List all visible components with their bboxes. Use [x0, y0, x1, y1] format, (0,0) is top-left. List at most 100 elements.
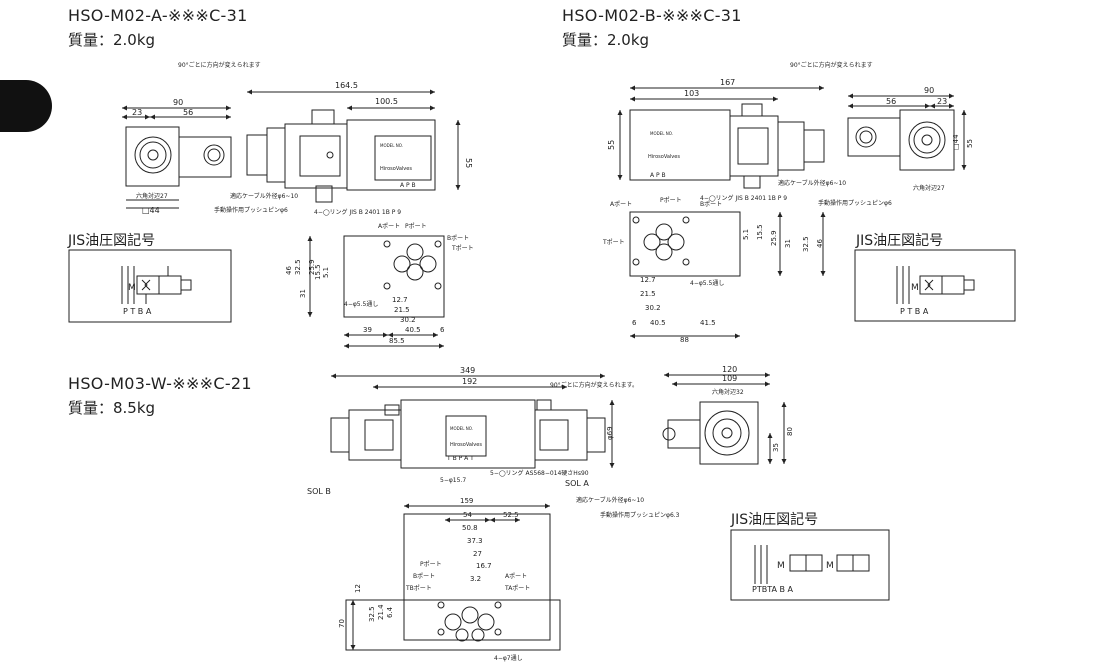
- dimension-label: 25.9: [770, 230, 778, 246]
- dimension-label: Bポート: [700, 200, 722, 208]
- dimension-label: 90°ごとに方向が変えられます。: [550, 381, 638, 389]
- dimension-label: 54: [463, 511, 472, 519]
- dimension-label: Aポート: [610, 200, 632, 208]
- drawing-b-side-view: [617, 85, 825, 189]
- jis-label-b: JIS油圧図記号: [856, 233, 944, 249]
- drawing-b-end-view: [847, 93, 967, 171]
- dimension-label: Aポート: [505, 572, 527, 580]
- dimension-label: HirosoValves: [648, 154, 680, 160]
- dimension-label: 88: [680, 336, 689, 344]
- dimension-label: 六角対辺27: [913, 184, 945, 192]
- dimension-label: M: [777, 561, 785, 571]
- dimension-label: MODEL NO.: [450, 426, 473, 431]
- dimension-label: 15.5: [756, 224, 764, 240]
- dimension-label: 103: [684, 89, 699, 98]
- dimension-label: 85.5: [389, 337, 405, 345]
- dimension-label: 25.9: [308, 259, 316, 275]
- dimension-label: M: [128, 283, 136, 293]
- dimension-label: 349: [460, 366, 475, 375]
- dimension-label: 31: [784, 239, 792, 248]
- drawing-b-bottom-view: [629, 211, 826, 339]
- dimension-label: 5−φ15.7: [440, 477, 466, 484]
- dimension-label: 23: [132, 108, 142, 117]
- dimension-label: M: [826, 561, 834, 571]
- dimension-label: Aポート: [378, 222, 400, 230]
- dimension-label: MODEL NO.: [650, 131, 673, 136]
- jis-symbol-a: P T B A M: [68, 249, 232, 323]
- dimension-label: 30.2: [400, 316, 416, 324]
- dimension-label: Bポート: [413, 572, 435, 580]
- dimension-label: 35: [772, 443, 780, 452]
- dimension-label: 5.1: [742, 229, 750, 240]
- dimension-label: 15.5: [314, 264, 322, 280]
- dimension-label: 100.5: [375, 97, 398, 106]
- dimension-label: 16.7: [476, 562, 492, 570]
- model-title-b: HSO-M02-B-※※※C-31: [562, 6, 742, 25]
- jis-ports-a: P T B A: [123, 307, 152, 316]
- dimension-label: 90°ごとに方向が変えられます: [178, 61, 261, 69]
- dimension-label: 46: [285, 266, 293, 275]
- dimension-label: TBポート: [405, 584, 432, 592]
- dimension-label: Pポート: [405, 222, 427, 230]
- dimension-label: φ69: [606, 426, 614, 440]
- dimension-label: 39: [363, 326, 372, 334]
- dimension-label: 109: [722, 374, 737, 383]
- drawing-a-end-view: [122, 105, 232, 209]
- dimension-label: SOL B: [307, 487, 331, 496]
- dimension-label: 21.4: [377, 604, 385, 620]
- jis-symbol-b: P T B A M: [854, 249, 1016, 322]
- mass-b: 質量：2.0kg: [562, 31, 650, 49]
- dimension-label: MODEL NO.: [380, 143, 403, 148]
- dimension-label: A P B: [400, 182, 416, 189]
- dimension-label: 5.1: [322, 267, 330, 278]
- model-title-w: HSO-M03-W-※※※C-21: [68, 374, 252, 393]
- dimension-label: Tポート: [602, 238, 625, 246]
- dimension-label: 6: [440, 326, 445, 334]
- jis-ports-b: P T B A: [900, 307, 929, 316]
- dimension-label: T B P A T: [446, 455, 474, 462]
- jis-ports-w: PTBTA B A: [752, 585, 794, 594]
- dimension-label: 適応ケーブル外径φ6~10: [576, 496, 644, 504]
- dimension-label: 手動操作用プッシュピンφ6: [818, 199, 892, 207]
- dimension-label: □44: [952, 134, 960, 150]
- dimension-label: 21.5: [394, 306, 410, 314]
- dimension-label: TAポート: [504, 584, 530, 592]
- dimension-label: HirosoValves: [450, 442, 482, 448]
- drawing-w-side-view: [330, 373, 615, 469]
- dimension-label: 23: [937, 97, 947, 106]
- dimension-label: 120: [722, 365, 737, 374]
- drawing-w-end-view: [662, 372, 787, 465]
- mass-a: 質量：2.0kg: [68, 31, 156, 49]
- dimension-label: 46: [816, 239, 824, 248]
- dimension-label: 12.7: [392, 296, 408, 304]
- dimension-label: 32.5: [294, 259, 302, 275]
- dimension-label: 5−◯リング AS568−014硬さHs90: [490, 469, 589, 477]
- dimension-label: 3.2: [470, 575, 481, 583]
- dimension-label: 32.5: [368, 606, 376, 622]
- dimension-label: 6.4: [386, 606, 394, 618]
- mass-w: 質量：8.5kg: [68, 399, 156, 417]
- dimension-label: 4−φ5.5通し: [344, 300, 378, 308]
- dimension-label: 4−φ5.5通し: [690, 279, 724, 287]
- dimension-label: 適応ケーブル外径φ6~10: [778, 179, 846, 187]
- dimension-label: 167: [720, 78, 735, 87]
- drawing-w-bottom-view: [345, 503, 561, 651]
- dimension-label: 55: [966, 139, 974, 148]
- dimension-label: 六角対辺27: [136, 192, 168, 200]
- dimension-label: □44: [142, 206, 160, 215]
- dimension-label: 手動操作用プッシュピンφ6: [214, 206, 288, 214]
- dimension-label: 4−◯リング JIS B 2401 1B P 9: [700, 194, 787, 202]
- dimension-label: 手動操作用プッシュピンφ6.3: [600, 511, 680, 519]
- dimension-label: 32.5: [802, 236, 810, 252]
- jis-label-w: JIS油圧図記号: [731, 512, 819, 528]
- dimension-label: 4−φ7通し: [494, 654, 523, 662]
- drawing-a-side-view: [246, 89, 461, 203]
- dimension-label: 90°ごとに方向が変えられます: [790, 61, 873, 69]
- dimension-label: 50.8: [462, 524, 478, 532]
- model-title-a: HSO-M02-A-※※※C-31: [68, 6, 248, 25]
- dimension-label: 6: [632, 319, 637, 327]
- dimension-label: 適応ケーブル外径φ6~10: [230, 192, 298, 200]
- dimension-label: 192: [462, 377, 477, 386]
- dimension-label: 41.5: [700, 319, 716, 327]
- dimension-label: 40.5: [405, 326, 421, 334]
